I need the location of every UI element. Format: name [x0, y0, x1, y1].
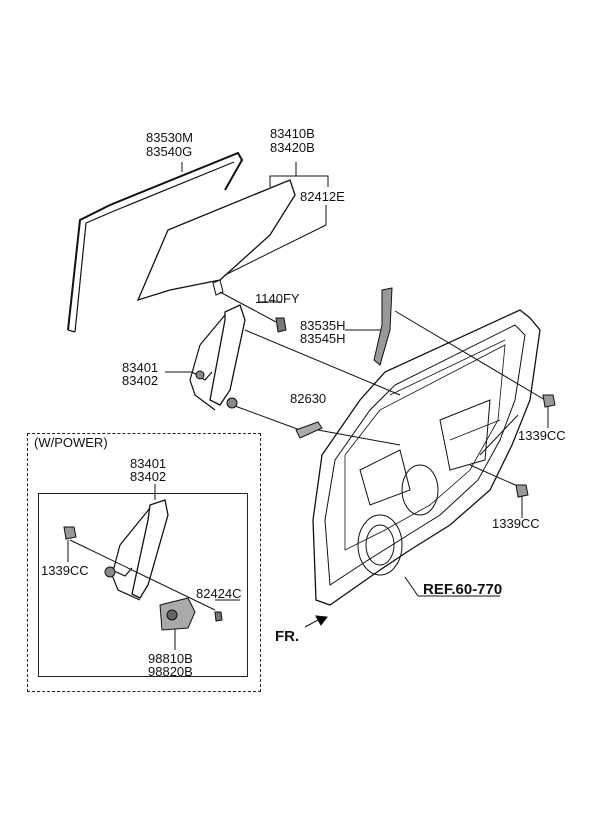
label-83401-inner: 83401 [130, 456, 167, 471]
leader-83535h-diag [394, 310, 546, 401]
label-1339cc-a: 1339CC [518, 428, 566, 443]
nut-1339cc-b [515, 484, 529, 498]
label-82412e: 82412E [300, 189, 345, 204]
label-fr: FR. [275, 628, 300, 645]
label-98810b: 98810B [148, 651, 193, 666]
run-channel-inner [74, 161, 235, 333]
leader-82630 [234, 405, 301, 431]
speaker-hole [357, 514, 403, 576]
regulator-rail [209, 304, 246, 406]
label-82630: 82630 [290, 391, 327, 406]
label-83545h: 83545H [300, 331, 346, 346]
screw-82424c [214, 611, 223, 622]
door-outer [312, 309, 541, 606]
nut-1339cc-c [63, 526, 77, 540]
clip-1140fy [212, 279, 224, 296]
door-inner-panel [439, 399, 491, 471]
label-83540g: 83540G [146, 144, 193, 159]
handle-82630 [295, 421, 323, 439]
label-1339cc-inner: 1339CC [41, 563, 89, 578]
label-82424c: 82424C [196, 586, 242, 601]
front-arrow [304, 615, 328, 628]
label-83420b: 83420B [270, 140, 315, 155]
door-lower-panel [359, 449, 411, 506]
power-regulator-rail [131, 499, 169, 599]
regulator-pulley [226, 397, 238, 409]
door-inner [324, 324, 526, 586]
label-98820b: 98820B [148, 664, 193, 679]
leader-1339cc-inner [69, 539, 216, 611]
nut-1339cc-a [542, 394, 556, 408]
label-1140fy: 1140FY [255, 291, 300, 306]
label-w-power: (W/POWER) [34, 435, 108, 450]
label-1339cc-b: 1339CC [492, 516, 540, 531]
motor-98810b [159, 597, 196, 631]
bracket-83410b [269, 175, 329, 187]
run-channel-outer [67, 151, 244, 331]
weatherstrip [373, 287, 393, 366]
label-83410b: 83410B [270, 126, 315, 141]
label-ref: REF.60-770 [423, 581, 503, 598]
label-83535h: 83535H [300, 318, 346, 333]
leader-ref [404, 576, 419, 597]
label-83530m: 83530M [146, 130, 193, 145]
bolt-1140fy [275, 317, 287, 333]
door-glass [136, 179, 296, 302]
label-83401: 83401 [122, 360, 159, 375]
power-regulator-box [38, 493, 248, 677]
label-83402-inner: 83402 [130, 469, 167, 484]
label-83402: 83402 [122, 373, 159, 388]
access-hole [401, 464, 439, 516]
leader-82412e [224, 224, 327, 276]
leader-1140fy [219, 291, 277, 323]
power-option-box [27, 433, 261, 692]
